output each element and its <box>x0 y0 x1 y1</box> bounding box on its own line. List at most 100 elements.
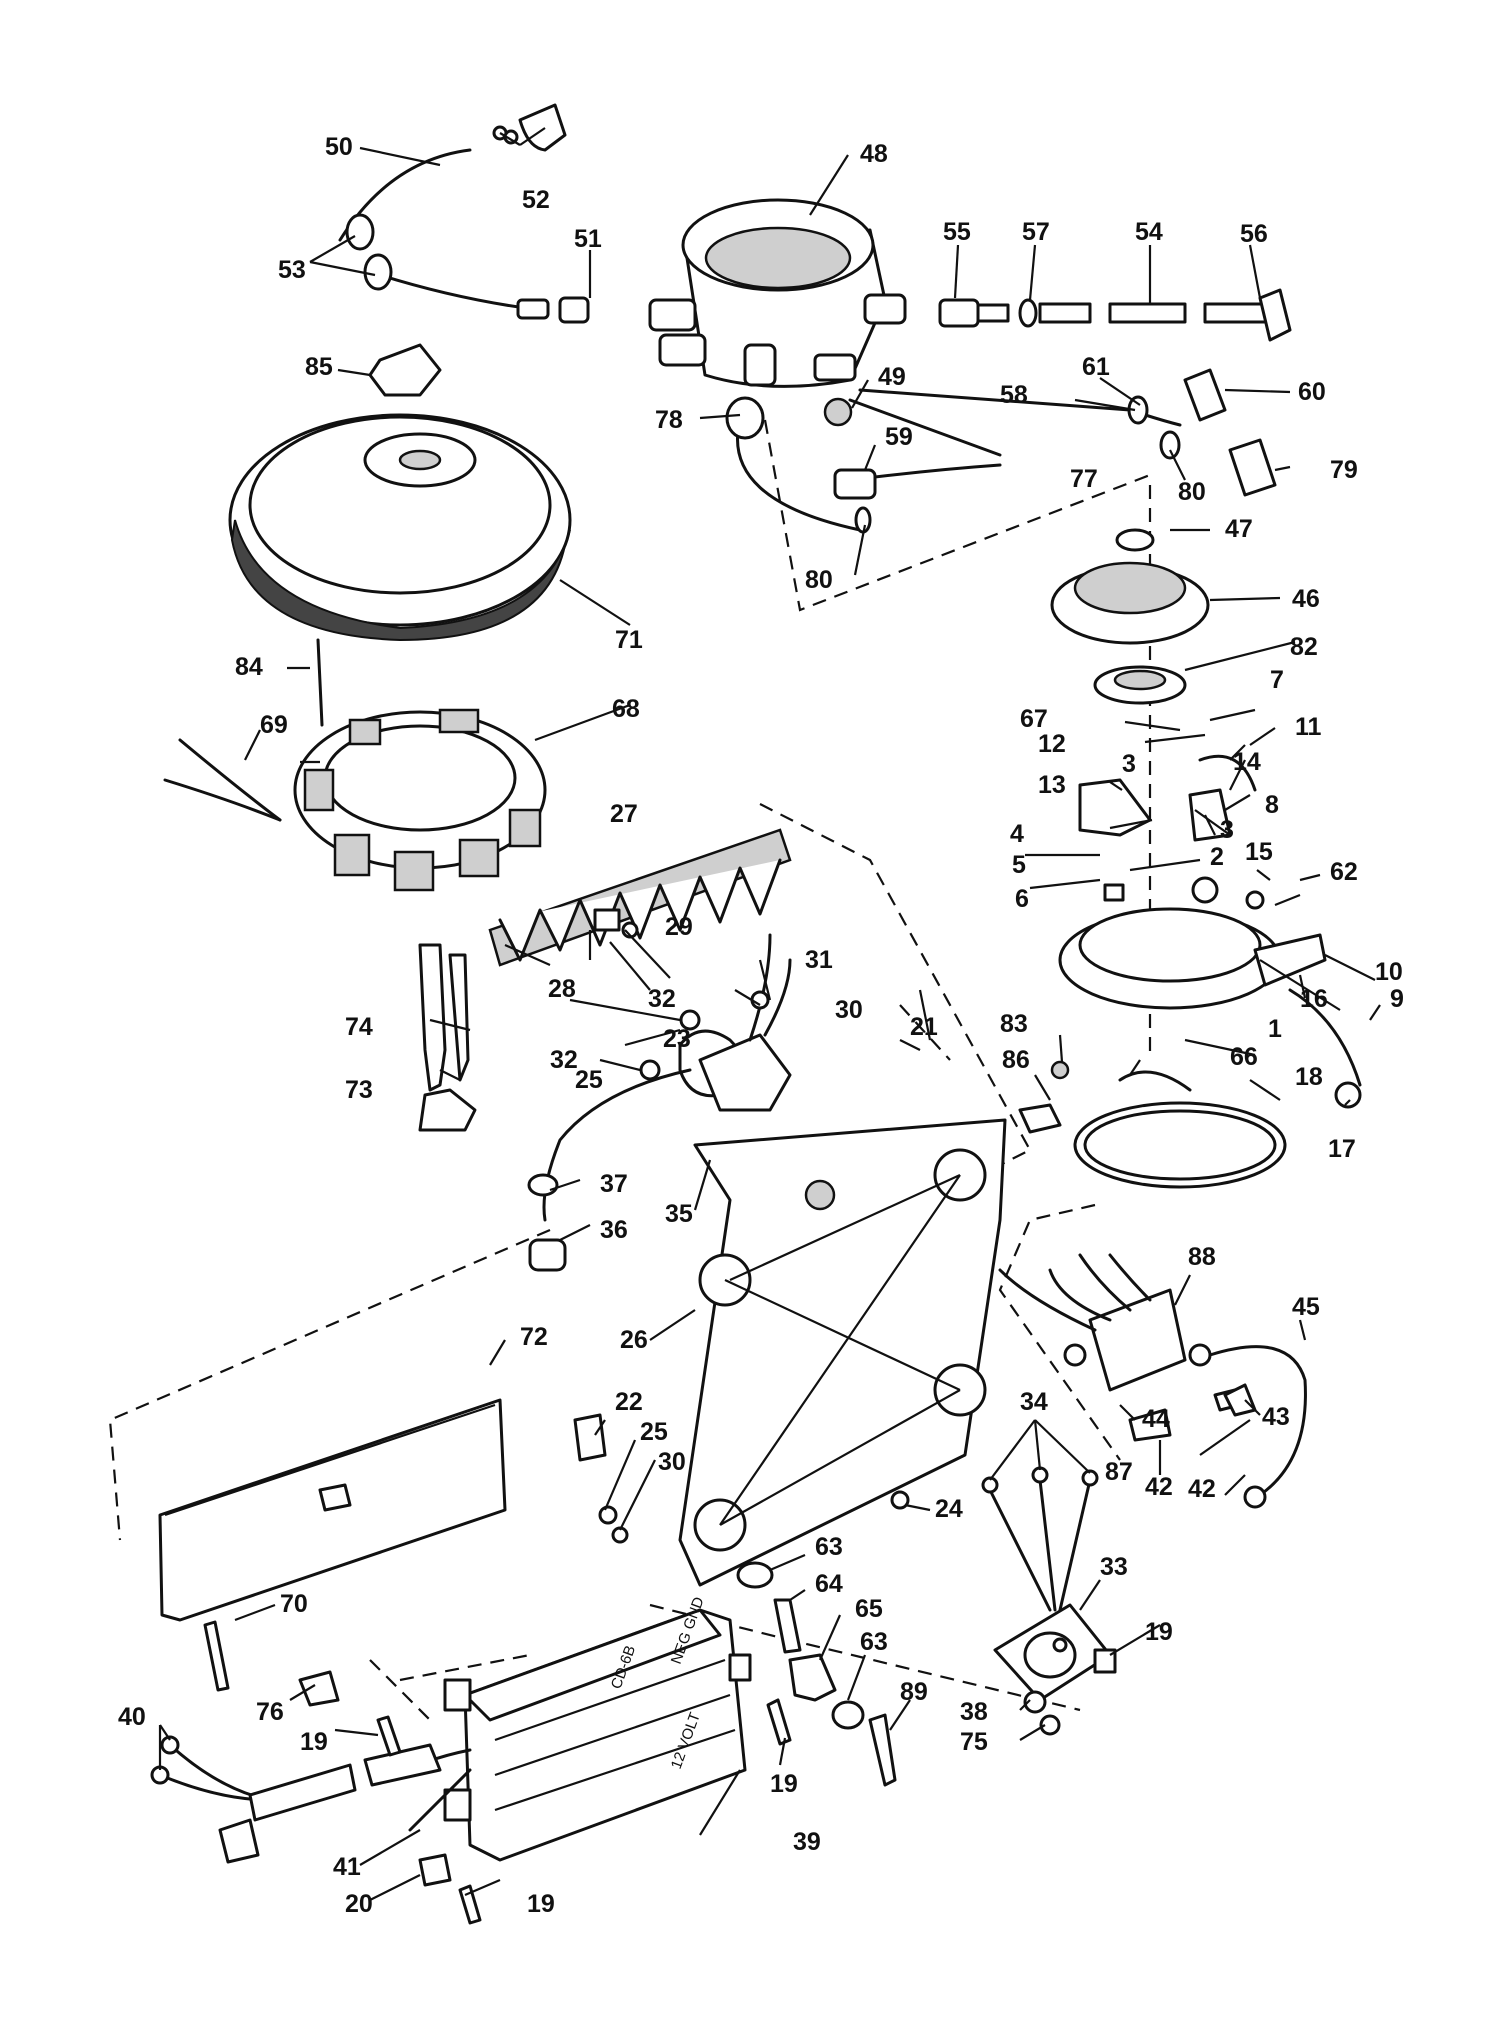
upper-lead-set <box>338 103 590 324</box>
callout-63: 63 <box>860 1628 888 1656</box>
callout-83: 83 <box>1000 1010 1028 1038</box>
callout-80: 80 <box>1178 478 1206 506</box>
callout-8: 8 <box>1265 791 1279 819</box>
callout-5: 5 <box>1012 851 1026 879</box>
switch-assembly <box>981 1466 1117 1736</box>
callout-43: 43 <box>1262 1403 1290 1431</box>
callout-30: 30 <box>658 1448 686 1476</box>
callout-30: 30 <box>835 996 863 1024</box>
distributor-cap <box>648 198 907 388</box>
callout-19: 19 <box>770 1770 798 1798</box>
terminal-strip <box>488 828 792 967</box>
callout-28: 28 <box>548 975 576 1003</box>
callout-87: 87 <box>1105 1458 1133 1486</box>
callout-59: 59 <box>885 423 913 451</box>
callout-71: 71 <box>615 626 643 654</box>
callout-48: 48 <box>860 140 888 168</box>
callout-6: 6 <box>1015 885 1029 913</box>
callout-labels: 1 2 3 3 4 5 6 7 8 9 10 11 12 13 14 15 16… <box>118 133 1404 1918</box>
callout-15: 15 <box>1245 838 1273 866</box>
callout-78: 78 <box>655 406 683 434</box>
callout-3: 3 <box>1220 816 1234 844</box>
callout-14: 14 <box>1233 748 1261 776</box>
upper-right-lead-set <box>725 288 1292 534</box>
callout-64: 64 <box>815 1570 843 1598</box>
callout-40: 40 <box>118 1703 146 1731</box>
callout-69: 69 <box>260 711 288 739</box>
callout-16: 16 <box>1300 985 1328 1013</box>
callout-25: 25 <box>640 1418 668 1446</box>
callout-88: 88 <box>1188 1243 1216 1271</box>
lower-harness <box>150 1620 792 1925</box>
callout-49: 49 <box>878 363 906 391</box>
callout-4: 4 <box>1010 820 1024 848</box>
callout-51: 51 <box>574 225 602 253</box>
callout-19: 19 <box>300 1728 328 1756</box>
flywheel <box>228 413 572 642</box>
callout-21: 21 <box>910 1013 938 1041</box>
callout-63: 63 <box>815 1533 843 1561</box>
cd-ignition-module: CD-6B 12 VOLT NEG GND <box>388 1595 752 1862</box>
mounting-hardware <box>573 1413 1068 1787</box>
callout-13: 13 <box>1038 771 1066 799</box>
callout-10: 10 <box>1375 958 1403 986</box>
callout-17: 17 <box>1328 1135 1356 1163</box>
callout-66: 66 <box>1230 1043 1258 1071</box>
callout-1: 1 <box>1268 1015 1282 1043</box>
coil-pack <box>998 1253 1307 1509</box>
callout-47: 47 <box>1225 515 1253 543</box>
callout-22: 22 <box>615 1388 643 1416</box>
mounting-plate <box>678 1118 1007 1587</box>
callout-84: 84 <box>235 653 263 681</box>
callout-82: 82 <box>1290 633 1318 661</box>
callout-42: 42 <box>1145 1473 1173 1501</box>
stator <box>163 638 547 892</box>
callout-23: 23 <box>663 1025 691 1053</box>
callout-12: 12 <box>1038 730 1066 758</box>
callout-62: 62 <box>1330 858 1358 886</box>
callout-75: 75 <box>960 1728 988 1756</box>
callout-74: 74 <box>345 1013 373 1041</box>
callout-19: 19 <box>527 1890 555 1918</box>
callout-86: 86 <box>1002 1046 1030 1074</box>
callout-25: 25 <box>575 1066 603 1094</box>
callout-42: 42 <box>1188 1475 1216 1503</box>
module-cover <box>158 1398 507 1622</box>
callout-35: 35 <box>665 1200 693 1228</box>
callout-9: 9 <box>1390 985 1404 1013</box>
callout-56: 56 <box>1240 220 1268 248</box>
leader-lines <box>158 127 1381 1901</box>
callout-76: 76 <box>256 1698 284 1726</box>
callout-27: 27 <box>610 800 638 828</box>
callout-46: 46 <box>1292 585 1320 613</box>
callout-79: 79 <box>1330 456 1358 484</box>
callout-44: 44 <box>1142 1405 1170 1433</box>
rotor-screw <box>823 397 853 427</box>
callout-60: 60 <box>1298 378 1326 406</box>
callout-70: 70 <box>280 1590 308 1618</box>
callout-85: 85 <box>305 353 333 381</box>
callout-77: 77 <box>1070 465 1098 493</box>
flywheel-nut <box>368 343 442 397</box>
callout-37: 37 <box>600 1170 628 1198</box>
callout-36: 36 <box>600 1216 628 1244</box>
callout-73: 73 <box>345 1076 373 1104</box>
callout-52: 52 <box>522 186 550 214</box>
callout-55: 55 <box>943 218 971 246</box>
callout-3: 3 <box>1122 750 1136 778</box>
callout-32: 32 <box>648 985 676 1013</box>
callout-45: 45 <box>1292 1293 1320 1321</box>
callout-18: 18 <box>1295 1063 1323 1091</box>
callout-7: 7 <box>1270 666 1284 694</box>
callout-20: 20 <box>345 1890 373 1918</box>
callout-61: 61 <box>1082 353 1110 381</box>
callout-58: 58 <box>1000 381 1028 409</box>
callout-24: 24 <box>935 1495 963 1523</box>
callout-32: 32 <box>550 1046 578 1074</box>
callout-11: 11 <box>1295 713 1322 741</box>
callout-2: 2 <box>1210 843 1224 871</box>
callout-50: 50 <box>325 133 353 161</box>
timer-base-assembly <box>1018 528 1362 1189</box>
